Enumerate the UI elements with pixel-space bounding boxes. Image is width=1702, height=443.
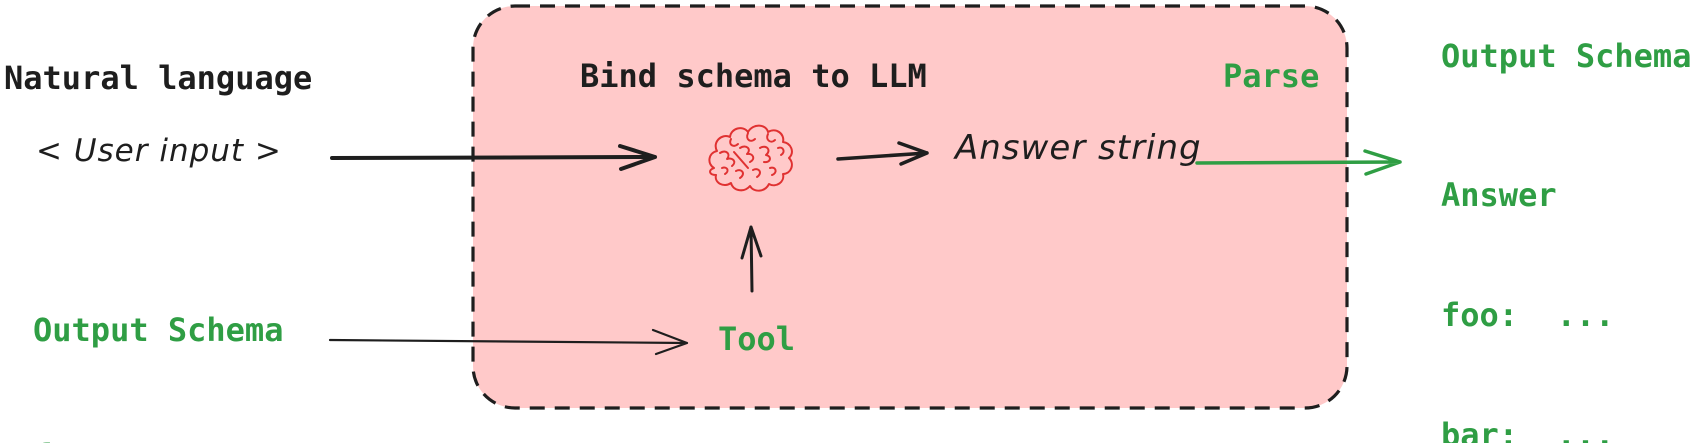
answer-string-text: Answer string: [955, 128, 1202, 168]
tool-label: Tool: [718, 320, 796, 358]
bind-box-title: Bind schema to LLM: [580, 57, 927, 95]
output-schema-line-foo: foo: ...: [1441, 296, 1615, 334]
natural-language-label: Natural language: [4, 59, 313, 97]
bind-box: [471, 4, 1349, 410]
input-schema-lines: foo: ... bar: ...: [33, 356, 206, 443]
brain-icon: [708, 124, 793, 192]
answer-label: Answer: [1441, 176, 1557, 214]
input-schema-line-foo: foo: ...: [33, 436, 206, 443]
user-input-text: < User input >: [36, 133, 282, 169]
parse-label: Parse: [1223, 57, 1320, 95]
input-schema-title: Output Schema: [33, 311, 284, 349]
output-schema-title: Output Schema: [1441, 37, 1692, 75]
output-schema-lines: Answer foo: ... bar: ...: [1441, 95, 1614, 443]
bind-box-rect: [471, 4, 1349, 410]
output-schema-line-bar: bar: ...: [1441, 416, 1615, 443]
